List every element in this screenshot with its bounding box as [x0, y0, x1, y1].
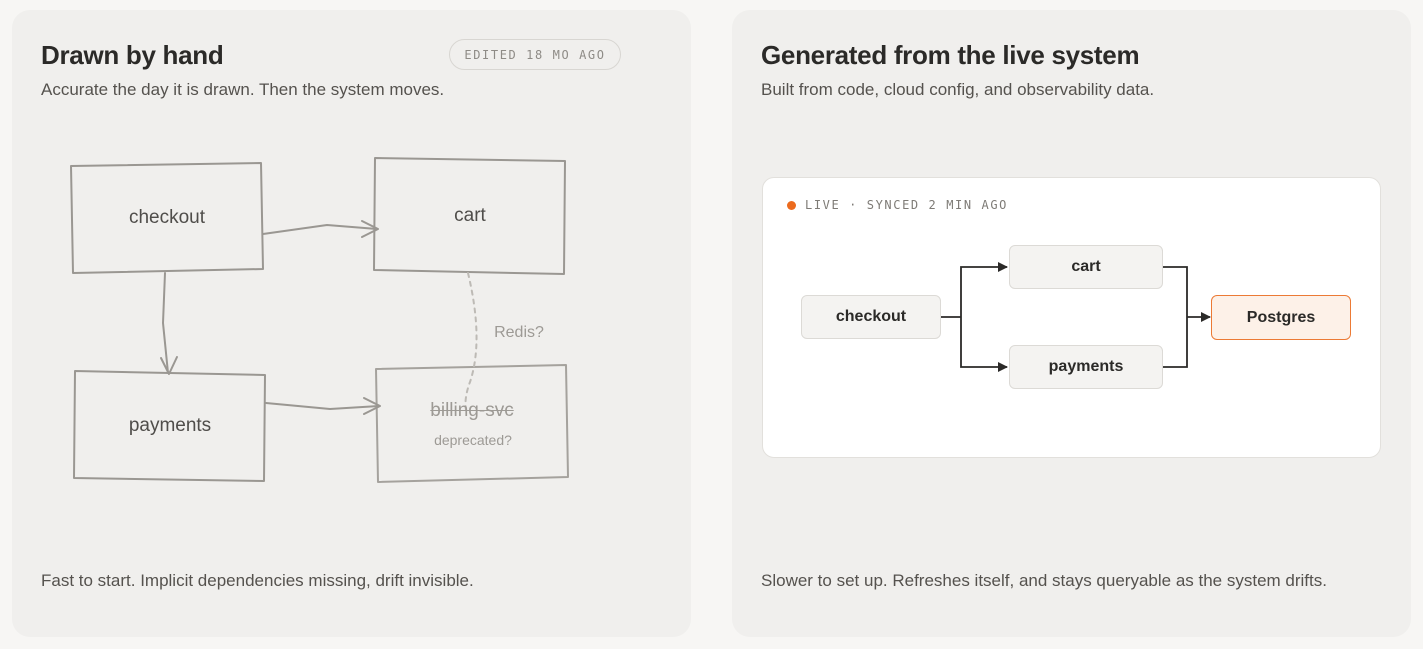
node-label: cart [1071, 258, 1101, 275]
node-checkout[interactable]: checkout [801, 295, 941, 339]
panel-footer: Fast to start. Implicit dependencies mis… [41, 571, 474, 590]
sketch-box-billing [375, 364, 569, 483]
sketch-label-billing-svc: billing-svc [430, 400, 514, 421]
node-label: Postgres [1246, 308, 1316, 326]
live-diagram-card: LIVE · SYNCED 2 MIN AGO checkout cart [762, 177, 1381, 458]
hand-drawn-panel: Drawn by hand Accurate the day it is dra… [12, 10, 691, 637]
panel-footer: Slower to set up. Refreshes itself, and … [761, 571, 1327, 590]
sketch-label-checkout: checkout [128, 207, 206, 228]
node-cart[interactable]: cart [1009, 245, 1163, 289]
generated-panel: Generated from the live system Built fro… [732, 10, 1411, 637]
sketch-box-checkout [70, 162, 264, 274]
sketch-box-payments [73, 370, 266, 482]
sketch-arrow-checkout-payments [162, 272, 169, 374]
live-status-dot [787, 200, 796, 210]
node-payments[interactable]: payments [1009, 345, 1163, 389]
sketch-label-redis: Redis? [494, 324, 544, 341]
panel-subtitle: Accurate the day it is drawn. Then the s… [41, 80, 445, 99]
edge-checkout-cart [960, 262, 1008, 317]
sketch-arrowhead-billing [363, 397, 381, 415]
live-status-text: LIVE · SYNCED 2 MIN AGO [805, 198, 1008, 212]
panel-title: Drawn by hand [41, 40, 224, 70]
sketch-label-cart: cart [454, 205, 486, 226]
edge-checkout-payments [960, 317, 1008, 372]
sketch-box-cart [373, 157, 566, 275]
sketch-arrowhead-cart [361, 220, 379, 238]
live-diagram-edges [941, 262, 1211, 372]
sketch-arrow-checkout-cart [262, 224, 378, 235]
sketch-arrow-payments-billing [265, 402, 380, 410]
node-label: checkout [835, 308, 907, 325]
sketch-dashed-link [464, 272, 478, 411]
edited-badge: EDITED 18 MO AGO [449, 39, 621, 70]
edge-cart-postgres [1163, 266, 1188, 317]
sketch-label-payments: payments [128, 415, 212, 436]
sketch-arrowhead-payments [160, 356, 178, 375]
hand-drawn-diagram [70, 157, 569, 483]
node-postgres[interactable]: Postgres [1211, 295, 1351, 340]
sketch-note-deprecated: deprecated? [434, 432, 512, 448]
edge-payments-postgres [1163, 317, 1188, 368]
panel-title: Generated from the live system [761, 40, 1140, 70]
panel-subtitle: Built from code, cloud config, and obser… [761, 80, 1155, 99]
live-status: LIVE · SYNCED 2 MIN AGO [787, 198, 1008, 212]
node-label: payments [1048, 358, 1124, 375]
